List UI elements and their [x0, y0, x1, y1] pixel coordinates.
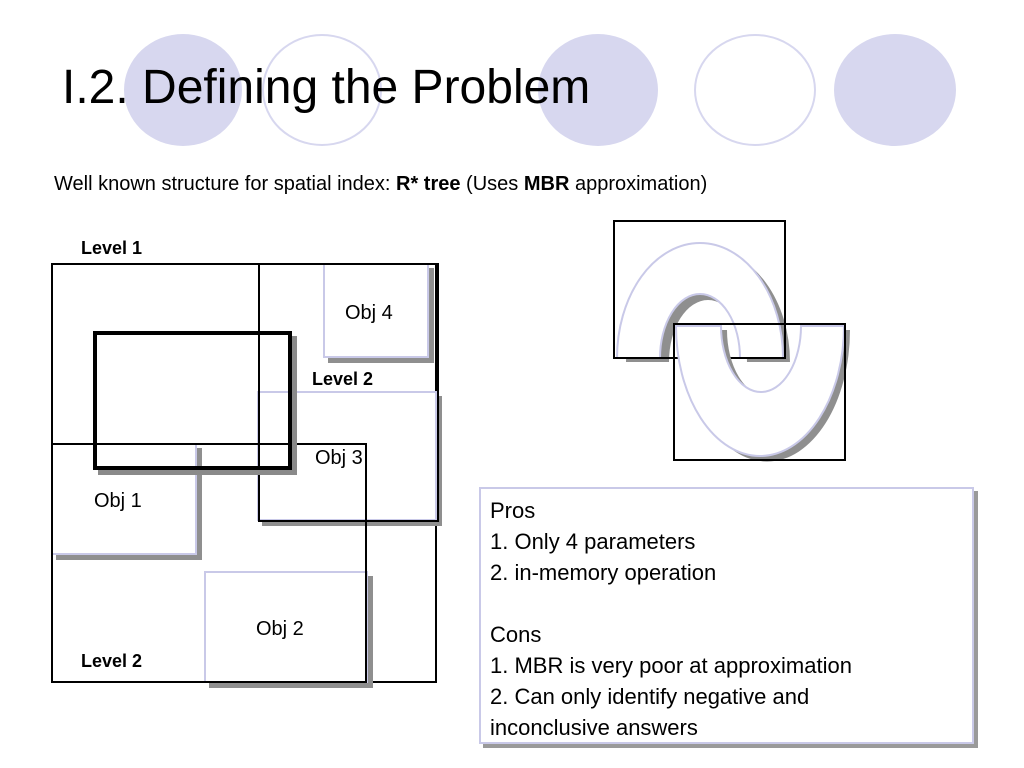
- level2-upper-label: Level 2: [312, 369, 374, 389]
- decor-circle-2: [262, 34, 382, 146]
- subtitle-middle: (Uses: [460, 173, 524, 195]
- decor-circle-4: [694, 34, 816, 146]
- subtitle: Well known structure for spatial index: …: [54, 171, 707, 197]
- cons-heading: Cons: [490, 622, 542, 647]
- obj4-label: Obj 4: [345, 302, 393, 324]
- cons-item-1: 1. MBR is very poor at approximation: [490, 653, 852, 678]
- obj1-label: Obj 1: [94, 490, 142, 512]
- lower-arch: [674, 325, 846, 457]
- level2-lower-label: Level 2: [81, 651, 143, 671]
- subtitle-mbr: MBR: [523, 173, 570, 195]
- decor-circle-3: [538, 34, 658, 146]
- lower-mbr: [673, 323, 846, 461]
- subtitle-suffix: approximation): [569, 173, 708, 195]
- decor-circle-1: [124, 34, 242, 146]
- obj4-rectangle: [323, 263, 429, 358]
- cons-item-2: 2. Can only identify negative and: [490, 684, 810, 709]
- decor-circle-5: [834, 34, 956, 146]
- pros-item-1: 1. Only 4 parameters: [490, 529, 696, 554]
- query-rectangle: [93, 331, 292, 470]
- pros-cons-box: Pros 1. Only 4 parameters 2. in-memory o…: [479, 487, 974, 744]
- page-title: I.2. Defining the Problem: [62, 61, 591, 114]
- level2-lower-rectangle: [51, 443, 367, 683]
- obj2-label: Obj 2: [256, 618, 304, 640]
- level2-upper-rectangle: [258, 263, 439, 522]
- cons-item-2-cont: inconclusive answers: [490, 715, 698, 740]
- subtitle-prefix: Well known structure for spatial index:: [54, 173, 397, 195]
- subtitle-rtree: R* tree: [396, 173, 461, 195]
- pros-heading: Pros: [490, 498, 536, 523]
- level1-label: Level 1: [81, 238, 143, 258]
- mbr-arches-figure: [613, 220, 850, 462]
- spacer: [490, 588, 972, 619]
- obj2-rectangle: [204, 571, 368, 683]
- pros-item-2: 2. in-memory operation: [490, 560, 717, 585]
- obj3-label: Obj 3: [315, 447, 363, 469]
- upper-arch: [615, 242, 785, 359]
